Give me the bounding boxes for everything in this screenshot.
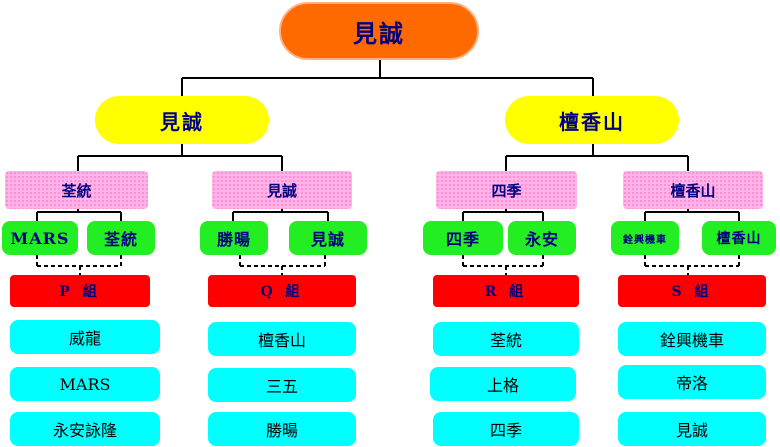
group-p: P 組 <box>10 275 150 307</box>
team-item: MARS <box>10 367 160 401</box>
team-item: 勝暘 <box>208 412 356 446</box>
level3-node-1: MARS <box>2 221 78 255</box>
team-item: 永安詠隆 <box>10 412 160 446</box>
level3-node-8: 檀香山 <box>702 221 776 255</box>
level2-node-4: 檀香山 <box>623 171 763 209</box>
team-item: 見誠 <box>618 412 766 446</box>
level1-node-left: 見誠 <box>95 96 269 144</box>
group-s: S 組 <box>618 275 766 307</box>
team-item: 威龍 <box>10 320 160 354</box>
level3-node-6: 永安 <box>508 221 576 255</box>
level2-node-3: 四季 <box>436 171 577 209</box>
level2-node-1: 荃統 <box>5 171 148 209</box>
level3-node-4: 見誠 <box>289 221 367 255</box>
team-item: 上格 <box>430 367 576 401</box>
group-q: Q 組 <box>208 275 356 307</box>
team-item: 帝洛 <box>618 365 766 399</box>
level1-node-right: 檀香山 <box>505 96 679 144</box>
level3-node-5: 四季 <box>423 221 503 255</box>
level2-node-2: 見誠 <box>212 171 352 209</box>
level3-node-7: 銓興機車 <box>611 221 679 255</box>
level3-node-3: 勝暘 <box>200 221 268 255</box>
team-item: 四季 <box>433 412 579 446</box>
team-item: 三五 <box>208 368 356 402</box>
team-item: 銓興機車 <box>618 322 766 356</box>
level3-node-2: 荃統 <box>87 221 155 255</box>
group-r: R 組 <box>433 275 579 307</box>
root-node: 見誠 <box>279 2 479 60</box>
team-item: 荃統 <box>433 322 579 356</box>
team-item: 檀香山 <box>208 322 356 356</box>
